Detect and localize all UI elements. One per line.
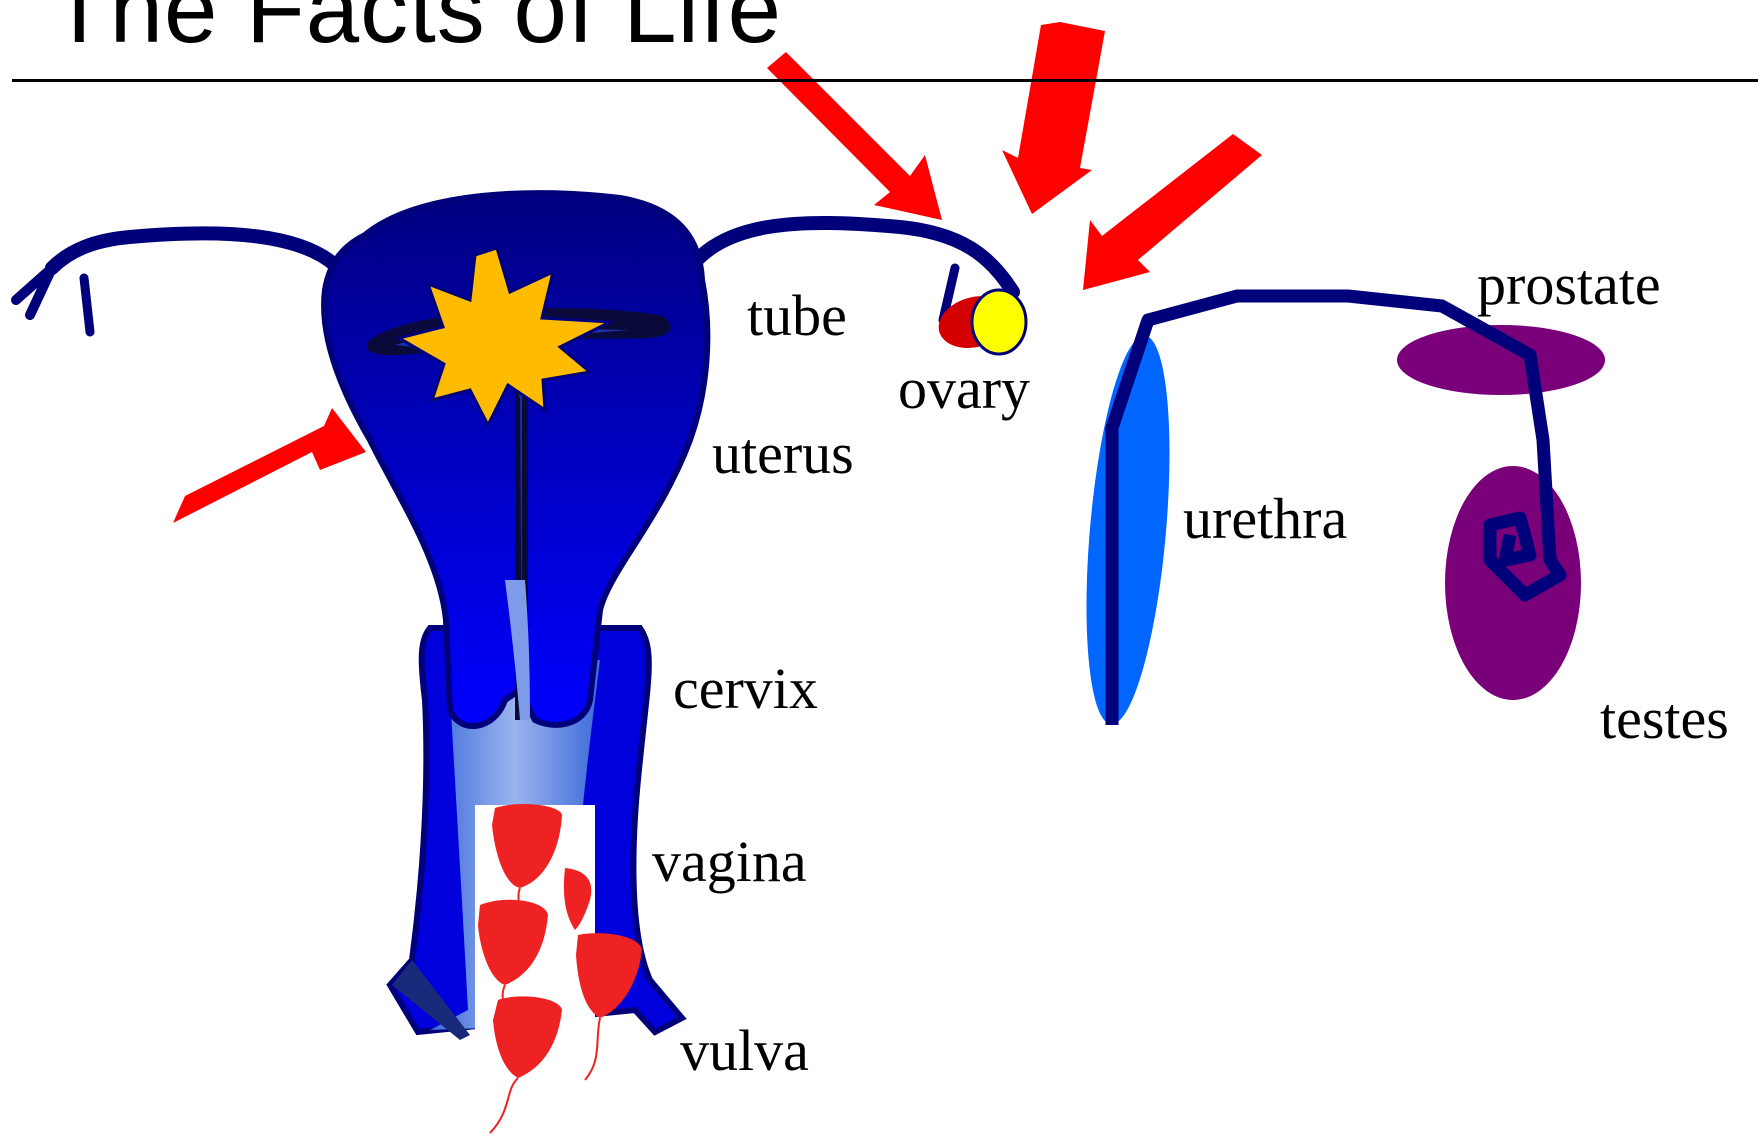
- slide-title: The Facts of Life: [50, 0, 782, 58]
- label-uterus: uterus: [712, 425, 854, 483]
- label-cervix: cervix: [673, 660, 818, 718]
- label-tube: tube: [747, 287, 847, 345]
- sperm-5-tail: [490, 1078, 518, 1133]
- arrow-to-ovary-right: [1083, 134, 1262, 290]
- label-urethra: urethra: [1183, 490, 1347, 548]
- arrow-to-ovary-top: [1002, 22, 1105, 214]
- label-ovary: ovary: [898, 360, 1030, 418]
- sperm-5: [493, 996, 562, 1078]
- left-tube: [52, 233, 335, 268]
- title-underline: [12, 79, 1758, 82]
- arrow-to-tube: [767, 52, 942, 220]
- label-prostate: prostate: [1477, 256, 1661, 314]
- arrow-to-uterus: [173, 408, 366, 523]
- egg: [972, 290, 1026, 354]
- left-fimbria-3: [84, 278, 90, 332]
- label-testes: testes: [1600, 690, 1729, 748]
- label-vagina: vagina: [652, 833, 807, 891]
- right-tube: [685, 223, 1013, 292]
- label-vulva: vulva: [680, 1022, 809, 1080]
